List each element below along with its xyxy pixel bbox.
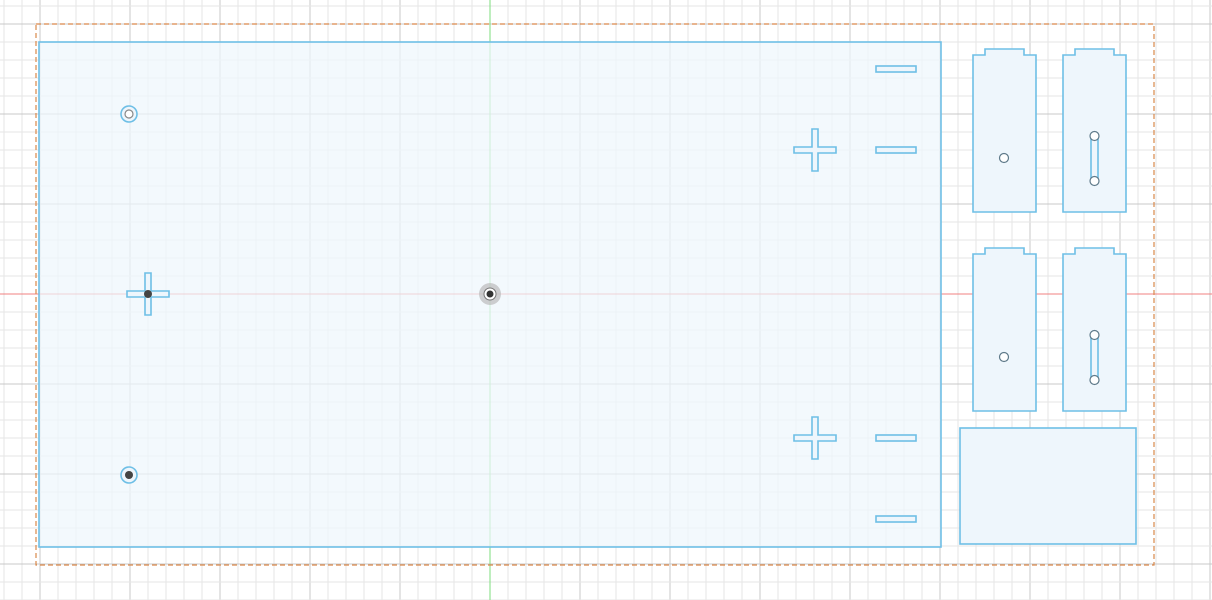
hole	[124, 109, 134, 119]
slot[interactable]	[875, 434, 917, 442]
slot[interactable]	[875, 65, 917, 73]
side-part[interactable]	[972, 247, 1037, 412]
sketch-point-icon	[125, 471, 133, 479]
side-part[interactable]	[1062, 48, 1127, 213]
bottom-part[interactable]	[959, 427, 1137, 545]
slot[interactable]	[875, 146, 917, 154]
slot[interactable]	[875, 515, 917, 523]
sketch-point-icon	[144, 290, 152, 298]
side-part[interactable]	[972, 48, 1037, 213]
bounding-box	[35, 23, 1155, 566]
side-part[interactable]	[1062, 247, 1127, 412]
origin-point-icon[interactable]	[479, 283, 501, 305]
cross-cutout[interactable]	[793, 128, 837, 172]
cross-cutout[interactable]	[793, 416, 837, 460]
